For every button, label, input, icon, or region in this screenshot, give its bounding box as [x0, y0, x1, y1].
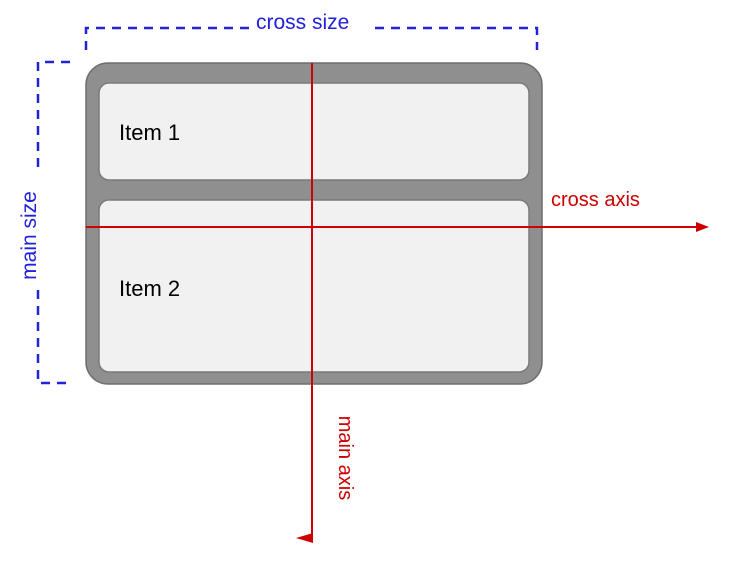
main-size-label: main size — [17, 191, 41, 280]
main-axis-label: main axis — [334, 415, 357, 501]
flex-item-2-label: Item 2 — [119, 276, 181, 301]
flex-item-2 — [98, 199, 530, 373]
cross-size-bracket — [84, 26, 539, 50]
cross-axis-label: cross axis — [551, 189, 640, 211]
flex-item-1 — [98, 82, 530, 181]
flex-item-1-label: Item 1 — [119, 120, 181, 145]
main-size-bracket — [36, 60, 72, 385]
flex-item-1-box — [98, 82, 530, 181]
cross-size-label: cross size — [256, 11, 350, 34]
flex-item-2-box — [98, 199, 530, 373]
